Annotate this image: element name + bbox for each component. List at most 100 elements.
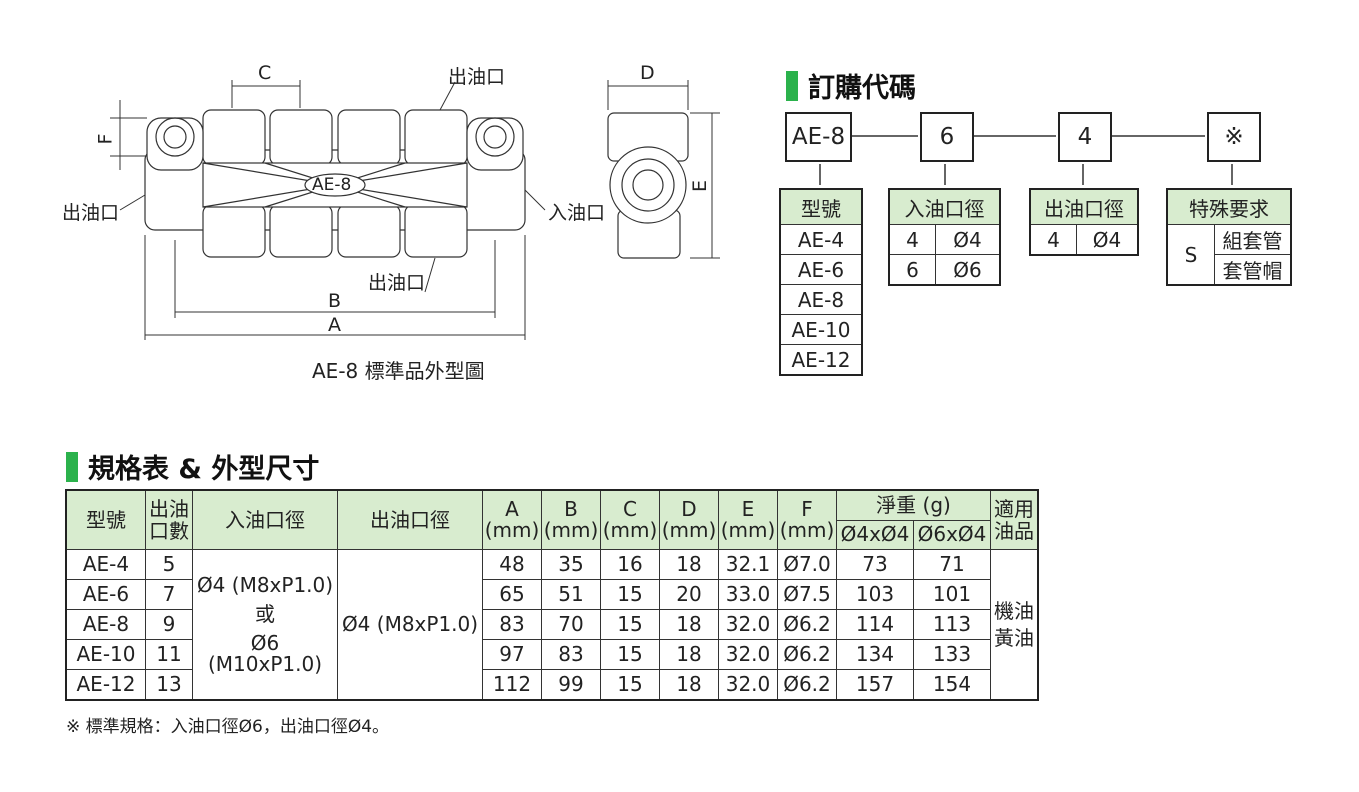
model-option: AE-6 <box>779 254 863 285</box>
order-code-title: 訂購代碼 <box>786 66 916 105</box>
cell-d: 18 <box>659 549 719 580</box>
dim-label-d: D <box>640 62 655 84</box>
title-bar-accent <box>66 451 78 482</box>
outlet-option-code: 4 <box>1029 224 1077 256</box>
col-header-c-label: C <box>623 497 637 521</box>
order-code-connectors <box>819 135 1233 185</box>
col-header-a-label: A <box>505 497 519 521</box>
col-header-e-label: E <box>741 497 755 521</box>
order-code-title-text: 訂購代碼 <box>808 73 916 104</box>
code-model: AE-8 <box>785 112 852 162</box>
cell-c: 15 <box>600 639 660 670</box>
col-header-unit: (mm) <box>779 518 835 542</box>
model-option: AE-4 <box>779 224 863 255</box>
spec-table: 型號 出油口數 入油口徑 出油口徑 A(mm) B(mm) C(mm) D(mm… <box>65 489 1039 701</box>
cell-f: Ø7.0 <box>777 549 837 580</box>
cell-model: AE-8 <box>65 609 146 640</box>
inlet-option-size: Ø4 <box>935 224 1001 255</box>
cell-c: 15 <box>600 579 660 610</box>
col-header-b-label: B <box>564 497 578 521</box>
cell-a: 112 <box>482 669 542 701</box>
cell-oil: 機油 黃油 <box>990 549 1039 701</box>
cell-weight-6x4: 101 <box>913 579 991 610</box>
cell-a: 65 <box>482 579 542 610</box>
cell-b: 99 <box>541 669 601 701</box>
col-header-a: A(mm) <box>482 489 542 550</box>
cell-e: 32.0 <box>718 669 778 701</box>
dim-label-a: A <box>328 314 341 336</box>
spec-title-text: 規格表 & 外型尺寸 <box>88 454 320 485</box>
outlet-label-top: 出油口 <box>448 66 506 88</box>
cell-model: AE-4 <box>65 549 146 580</box>
special-option-item: 組套管 <box>1214 224 1292 255</box>
cell-weight-6x4: 71 <box>913 549 991 580</box>
col-header-b: B(mm) <box>541 489 601 550</box>
inlet-size-line: 或 <box>255 601 275 626</box>
cell-d: 18 <box>659 669 719 701</box>
cell-outlet-size: Ø4 (M8xP1.0) <box>337 549 483 701</box>
inlet-option-code: 6 <box>888 254 936 286</box>
cell-ports: 5 <box>145 549 193 580</box>
cell-weight-6x4: 133 <box>913 639 991 670</box>
inlet-option-code: 4 <box>888 224 936 255</box>
cell-e: 32.1 <box>718 549 778 580</box>
outlet-option-size: Ø4 <box>1076 224 1139 256</box>
special-option-code: S <box>1166 224 1215 286</box>
col-header-model: 型號 <box>65 489 146 550</box>
title-bar-accent <box>786 70 798 101</box>
col-header-weight-4x4: Ø4xØ4 <box>836 519 914 550</box>
model-options-header: 型號 <box>779 188 863 225</box>
cell-weight-4x4: 73 <box>836 549 914 580</box>
cell-d: 18 <box>659 609 719 640</box>
cell-c: 15 <box>600 609 660 640</box>
col-header-d-label: D <box>681 497 697 521</box>
cell-inlet-size: Ø4 (M8xP1.0) 或 Ø6 (M10xP1.0) <box>192 549 338 701</box>
cell-f: Ø6.2 <box>777 669 837 701</box>
cell-weight-4x4: 114 <box>836 609 914 640</box>
dim-label-c: C <box>258 62 272 84</box>
col-header-f-label: F <box>801 497 813 521</box>
code-outlet: 4 <box>1058 112 1112 162</box>
col-header-oil: 適用油品 <box>990 489 1039 550</box>
drawing-caption: AE-8 標準品外型圖 <box>312 359 485 383</box>
outlet-label-bottom: 出油口 <box>368 272 426 294</box>
cell-b: 35 <box>541 549 601 580</box>
cell-d: 18 <box>659 639 719 670</box>
col-header-e: E(mm) <box>718 489 778 550</box>
inlet-label-right: 入油口 <box>548 202 606 224</box>
oil-line: 黃油 <box>994 625 1034 650</box>
outlet-label-left: 出油口 <box>62 202 120 224</box>
cell-ports: 9 <box>145 609 193 640</box>
col-header-f: F(mm) <box>777 489 837 550</box>
dim-label-b: B <box>328 290 342 312</box>
inlet-size-line: Ø4 (M8xP1.0) <box>196 572 334 597</box>
cell-weight-4x4: 103 <box>836 579 914 610</box>
special-option-item: 套管帽 <box>1214 254 1292 286</box>
standard-spec-note: ※ 標準規格：入油口徑Ø6，出油口徑Ø4。 <box>66 717 390 737</box>
col-header-outlet: 出油口徑 <box>337 489 483 550</box>
col-header-weight: 淨重 (g) <box>836 489 991 521</box>
col-header-ports: 出油口數 <box>145 489 193 550</box>
cell-a: 48 <box>482 549 542 580</box>
inlet-option-size: Ø6 <box>935 254 1001 286</box>
code-inlet: 6 <box>920 112 974 162</box>
cell-ports: 13 <box>145 669 193 701</box>
cell-model: AE-10 <box>65 639 146 670</box>
code-special: ※ <box>1207 112 1261 162</box>
cell-f: Ø6.2 <box>777 609 837 640</box>
cell-c: 16 <box>600 549 660 580</box>
cell-ports: 7 <box>145 579 193 610</box>
col-header-d: D(mm) <box>659 489 719 550</box>
model-options-table: 型號 AE-4 AE-6 AE-8 AE-10 AE-12 <box>779 188 863 376</box>
cell-b: 83 <box>541 639 601 670</box>
col-header-inlet: 入油口徑 <box>192 489 338 550</box>
cell-c: 15 <box>600 669 660 701</box>
cell-weight-4x4: 157 <box>836 669 914 701</box>
cell-b: 51 <box>541 579 601 610</box>
col-header-unit: (mm) <box>661 518 717 542</box>
model-option: AE-10 <box>779 314 863 345</box>
cell-e: 32.0 <box>718 609 778 640</box>
ae8-outline-drawing <box>110 80 720 340</box>
